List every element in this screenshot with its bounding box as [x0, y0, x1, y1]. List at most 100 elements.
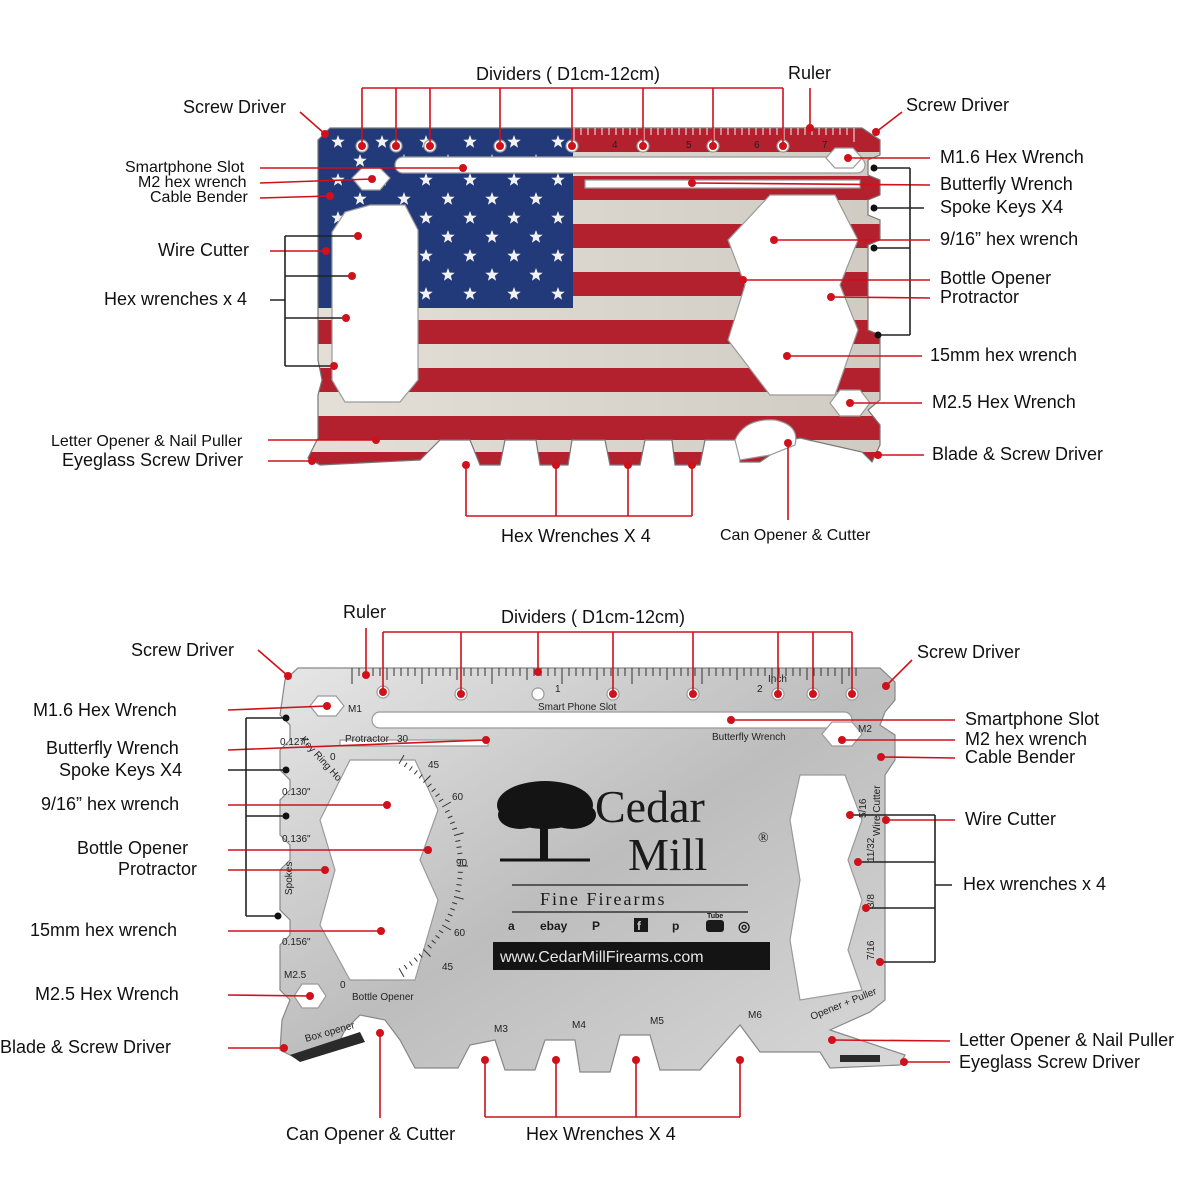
label-m25-hex: M2.5 Hex Wrench: [932, 392, 1076, 412]
flag-star: [419, 211, 433, 224]
label-cable-bender: Cable Bender: [150, 189, 249, 206]
flag-star: [529, 230, 543, 243]
label-hex-916: 9/16” hex wrench: [41, 794, 179, 814]
spoke-size: 0.127": [280, 737, 309, 748]
flag-star: [551, 249, 565, 262]
protractor-label-60: 60: [454, 928, 466, 939]
label-smartphone-slot: Smartphone Slot: [125, 159, 245, 176]
ruler-number: 2: [757, 684, 763, 695]
ruler-number: 6: [754, 140, 760, 151]
facebook-icon: [634, 918, 648, 932]
flag-star: [331, 211, 345, 224]
bottom-ruler-ticks: [351, 668, 857, 684]
label-screw-driver-right: Screw Driver: [917, 642, 1020, 662]
eyeglass-tip-mark: [840, 1055, 880, 1062]
flag-star: [463, 135, 477, 148]
flag-star: [485, 230, 499, 243]
protractor-label-0: 0: [340, 980, 346, 991]
hex-cutout-right: [789, 774, 863, 1001]
hex-size: 3/8: [866, 894, 877, 908]
protractor-ticks: [398, 754, 468, 978]
spoke-size: 0.156": [282, 937, 311, 948]
label-ruler: Ruler: [343, 602, 386, 622]
engraving-spokes: Spokes: [284, 862, 295, 895]
engraving-smart-phone-slot: Smart Phone Slot: [538, 702, 617, 713]
website-plate: [493, 942, 770, 970]
engraving-m4: M4: [572, 1020, 586, 1031]
social-icons: a ebay P f p Tube ◎: [508, 913, 750, 934]
protractor-label-30: 30: [397, 734, 409, 745]
label-hex-916: 9/16” hex wrench: [940, 229, 1078, 249]
pinterest-icon: p: [672, 919, 679, 933]
spoke-size: 0.130": [282, 787, 311, 798]
website-url: www.CedarMillFirearms.com: [499, 949, 704, 966]
label-can-opener: Can Opener & Cutter: [720, 527, 871, 544]
smartphone-slot: [394, 156, 866, 174]
flag-star: [463, 249, 477, 262]
label-smartphone-slot: Smartphone Slot: [965, 709, 1099, 729]
cedar-tree-logo: [497, 781, 596, 862]
label-letter-opener: Letter Opener & Nail Puller: [959, 1030, 1174, 1050]
flag-star: [507, 249, 521, 262]
instagram-icon: ◎: [738, 918, 750, 934]
amazon-icon: a: [508, 919, 515, 933]
flag-star: [507, 211, 521, 224]
engraving-m1: M1: [348, 704, 362, 715]
label-m2-hex: M2 hex wrench: [965, 729, 1087, 749]
flag-star: [551, 287, 565, 300]
label-hex-x4-right: Hex wrenches x 4: [963, 874, 1106, 894]
label-hex-x4-bottom: Hex Wrenches X 4: [526, 1124, 676, 1144]
ebay-icon: ebay: [540, 919, 568, 933]
brand-cedar: Cedar: [595, 781, 705, 832]
paypal-icon: P: [592, 919, 600, 933]
hex-cutout-left: [319, 759, 439, 981]
engraving-m5: M5: [650, 1016, 664, 1027]
label-screw-driver-right: Screw Driver: [906, 95, 1009, 115]
label-screw-driver-left: Screw Driver: [131, 640, 234, 660]
label-cable-bender: Cable Bender: [965, 747, 1075, 767]
label-eyeglass: Eyeglass Screw Driver: [62, 450, 243, 470]
label-blade: Blade & Screw Driver: [932, 444, 1103, 464]
flag-star: [419, 173, 433, 186]
flag-star: [463, 173, 477, 186]
top-card-outline: [307, 127, 881, 466]
label-hex-x4-left: Hex wrenches x 4: [104, 289, 247, 309]
label-bottle-opener: Bottle Opener: [940, 268, 1051, 288]
flag-star: [375, 135, 389, 148]
label-spoke-keys: Spoke Keys X4: [940, 197, 1063, 217]
flag-stars: [331, 135, 565, 300]
bottom-callouts: Ruler Dividers ( D1cm-12cm) Screw Driver…: [0, 602, 1174, 1144]
brand-tagline: Fine Firearms: [540, 889, 667, 909]
flag-star: [331, 173, 345, 186]
label-hex-x4-bottom: Hex Wrenches X 4: [501, 526, 651, 546]
label-bottle-opener: Bottle Opener: [77, 838, 188, 858]
engraving-m2: M2: [858, 724, 872, 735]
flag-star: [463, 211, 477, 224]
flag-star: [507, 287, 521, 300]
label-hex-15mm: 15mm hex wrench: [30, 920, 177, 940]
label-protractor: Protractor: [940, 287, 1019, 307]
label-screw-driver-left: Screw Driver: [183, 97, 286, 117]
label-butterfly: Butterfly Wrench: [940, 174, 1073, 194]
protractor-label-45: 45: [428, 760, 440, 771]
engraving-wire-cutter: Wire Cutter: [872, 785, 883, 836]
ruler-number: 4: [612, 140, 618, 151]
top-ruler-ticks: [573, 128, 855, 142]
hex-size: 5/16: [858, 798, 869, 818]
divider-holes: [376, 685, 859, 701]
label-can-opener: Can Opener & Cutter: [286, 1124, 455, 1144]
label-dividers: Dividers ( D1cm-12cm): [476, 64, 660, 84]
flag-star: [529, 268, 543, 281]
ruler-number: 5: [686, 140, 692, 151]
top-card-cutouts: [331, 139, 871, 461]
youtube-icon: [706, 920, 724, 932]
label-eyeglass: Eyeglass Screw Driver: [959, 1052, 1140, 1072]
can-opener-cutout: [734, 419, 797, 461]
flag-star: [507, 135, 521, 148]
engraving-m3: M3: [494, 1024, 508, 1035]
flag-star: [551, 135, 565, 148]
label-blade: Blade & Screw Driver: [0, 1037, 171, 1057]
label-butterfly: Butterfly Wrench: [46, 738, 179, 758]
label-hex-15mm: 15mm hex wrench: [930, 345, 1077, 365]
engraving-butterfly-wrench: Butterfly Wrench: [712, 732, 786, 743]
